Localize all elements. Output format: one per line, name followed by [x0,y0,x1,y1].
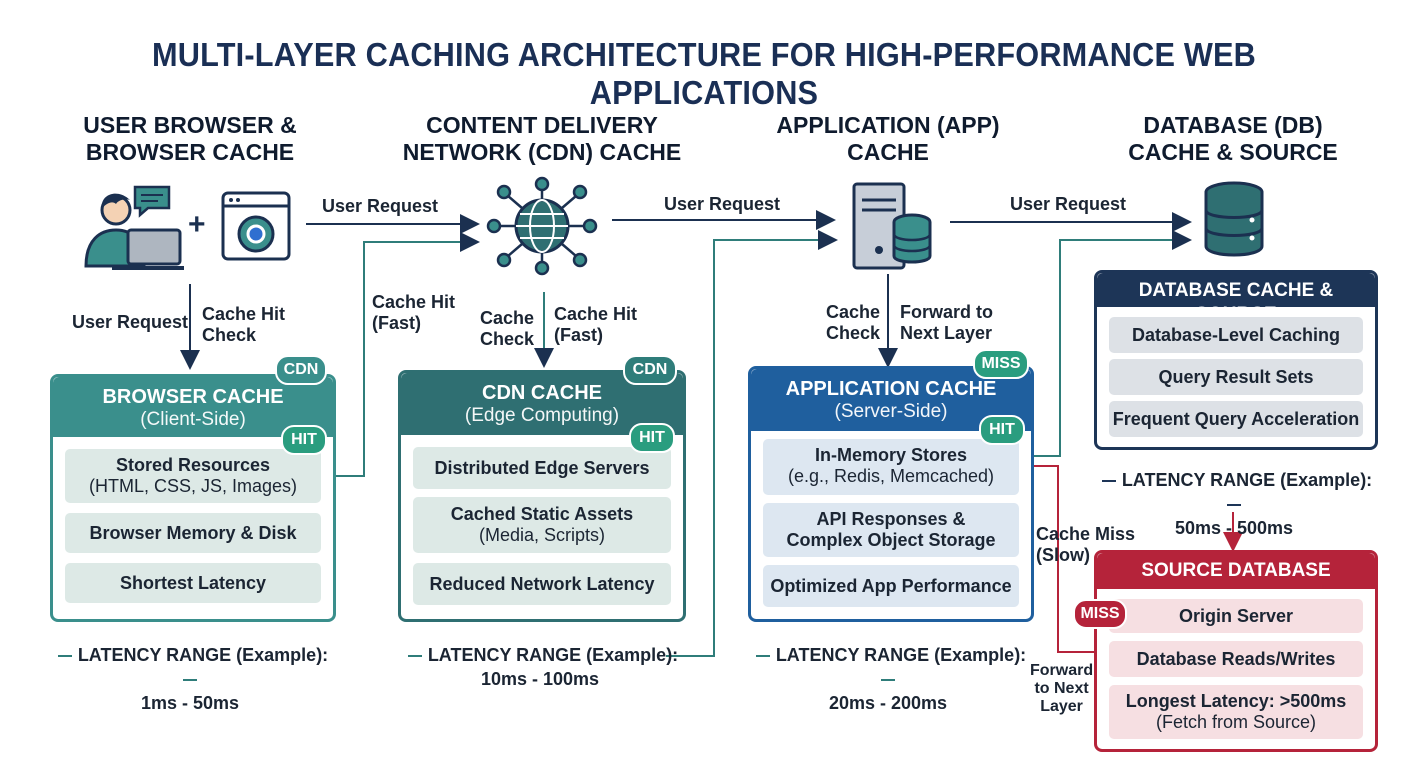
database-cylinder-icon [1204,181,1264,257]
item-sub: (e.g., Redis, Memcached) [787,466,995,486]
app-item-in-memory: In-Memory Stores (e.g., Redis, Memcached… [763,439,1019,495]
column-header-browser: USER BROWSER & BROWSER CACHE [83,112,297,165]
cdn-item-edge-servers: Distributed Edge Servers [413,447,671,489]
browser-item-shortest-latency: Shortest Latency [65,563,321,603]
latency-label: LATENCY RANGE (Example): [1121,470,1373,490]
column-header-cdn: CONTENT DELIVERY NETWORK (CDN) CACHE [402,112,682,165]
label-browser-user-request: User Request [72,312,189,332]
browser-window-icon [221,191,291,261]
item-sub: (HTML, CSS, JS, Images) [88,476,298,496]
browser-cache-subtitle: (Client-Side) [140,409,246,430]
browser-item-stored-resources: Stored Resources (HTML, CSS, JS, Images) [65,449,321,503]
item-main: Stored Resources [115,455,271,475]
cdn-item-network-latency: Reduced Network Latency [413,563,671,605]
label-user-request-2: User Request [664,194,781,214]
source-item-reads-writes: Database Reads/Writes [1109,641,1363,677]
badge-cdn: CDN [623,355,677,385]
latency-value: 10ms - 100ms [480,669,600,689]
db-item-query-results: Query Result Sets [1109,359,1363,395]
path-cache-miss [1028,465,1096,653]
badge-hit: HIT [979,415,1025,445]
item-main: Longest Latency: >500ms [1125,691,1347,711]
label-cdn-cache-hit-fast: Cache Hit (Fast) [554,304,638,345]
app-item-optimized: Optimized App Performance [763,565,1019,607]
badge-hit: HIT [281,425,327,455]
badge-hit: HIT [629,423,675,453]
app-cache-title: APPLICATION CACHE [785,378,997,400]
label-app-cache-check: Cache Check [826,302,881,343]
item-sub: (Media, Scripts) [478,525,606,545]
app-latency: LATENCY RANGE (Example): 20ms - 200ms [738,643,1038,715]
db-item-acceleration: Frequent Query Acceleration [1109,401,1363,437]
latency-value: 50ms - 500ms [1174,518,1294,538]
app-item-api-responses: API Responses & Complex Object Storage [763,503,1019,557]
badge-miss: MISS [973,349,1029,379]
label-cache-miss-slow: Cache Miss (Slow) [1036,524,1136,565]
browser-latency: LATENCY RANGE (Example): 1ms - 50ms [40,643,340,715]
column-header-app: APPLICATION (APP) CACHE [776,112,1000,165]
source-db-header: SOURCE DATABASE [1097,553,1375,589]
globe-network-icon [486,176,598,276]
item-main: Cached Static Assets [450,504,634,524]
chat-bubble-icon [133,185,171,218]
label-browser-cache-hit-fast: Cache Hit (Fast) [372,292,456,333]
latency-label: LATENCY RANGE (Example): [427,645,679,665]
source-item-origin: Origin Server [1109,599,1363,633]
label-forward-next-layer: Forward to Next Layer [1030,662,1094,715]
browser-cache-title: BROWSER CACHE [102,386,284,408]
badge-miss: MISS [1073,599,1127,629]
source-db-card: SOURCE DATABASE Origin Server Database R… [1073,550,1378,752]
app-cache-subtitle: (Server-Side) [834,401,948,422]
latency-value: 1ms - 50ms [140,693,240,713]
plus-sign: + [188,208,206,241]
path-browser-hit [330,232,480,477]
badge-cdn: CDN [275,355,327,385]
item-main: In-Memory Stores [814,445,968,465]
item-sub: (Fetch from Source) [1155,712,1317,732]
path-app-hit [1028,230,1192,457]
browser-cache-card: BROWSER CACHE (Client-Side) Stored Resou… [50,355,336,622]
latency-value: 20ms - 200ms [828,693,948,713]
latency-label: LATENCY RANGE (Example): [775,645,1027,665]
cdn-cache-title: CDN CACHE [482,382,602,404]
label-app-forward: Forward to Next Layer [900,302,993,343]
label-user-request-3: User Request [1010,194,1127,214]
source-item-longest-latency: Longest Latency: >500ms (Fetch from Sour… [1109,685,1363,739]
label-browser-cache-hit-check: Cache Hit Check [202,304,286,345]
latency-label: LATENCY RANGE (Example): [77,645,329,665]
user-laptop-icon [84,193,184,270]
db-latency: LATENCY RANGE (Example): 50ms - 500ms [1084,468,1384,540]
server-database-icon [852,182,932,270]
cdn-cache-card: CDN CACHE (Edge Computing) Distributed E… [398,355,686,622]
source-db-title: SOURCE DATABASE [1141,560,1331,581]
app-cache-card: APPLICATION CACHE (Server-Side) In-Memor… [748,349,1034,622]
path-cdn-hit [666,230,838,657]
cdn-cache-subtitle: (Edge Computing) [464,405,620,426]
page-title: MULTI-LAYER CACHING ARCHITECTURE FOR HIG… [151,36,1257,111]
label-cdn-cache-check: Cache Check [480,308,535,349]
cdn-latency: LATENCY RANGE (Example): 10ms - 100ms [390,643,690,691]
label-user-request-1: User Request [322,196,439,216]
db-item-caching: Database-Level Caching [1109,317,1363,353]
db-cache-header: DATABASE CACHE & SOURCE [1097,273,1375,325]
browser-item-memory-disk: Browser Memory & Disk [65,513,321,553]
db-cache-card: DATABASE CACHE & SOURCE Database-Level C… [1094,270,1378,450]
cdn-item-static-assets: Cached Static Assets (Media, Scripts) [413,497,671,553]
column-header-db: DATABASE (DB) CACHE & SOURCE [1128,112,1338,165]
